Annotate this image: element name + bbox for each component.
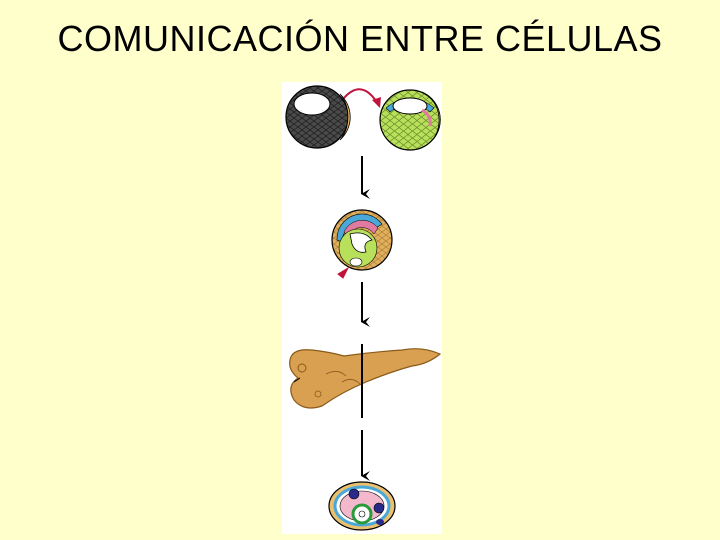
transfer-arrow-icon	[343, 88, 381, 108]
tadpole-icon	[289, 348, 442, 409]
combined-embryo-icon	[331, 209, 393, 271]
figure-panel	[282, 82, 442, 534]
blastopore-marker-icon	[337, 266, 350, 279]
donor-embryo-icon	[285, 85, 351, 149]
host-embryo-icon	[379, 89, 441, 151]
cross-section-icon	[328, 481, 396, 531]
slide-title: COMUNICACIÓN ENTRE CÉLULAS	[57, 18, 663, 59]
embryo-development-diagram	[285, 85, 442, 531]
